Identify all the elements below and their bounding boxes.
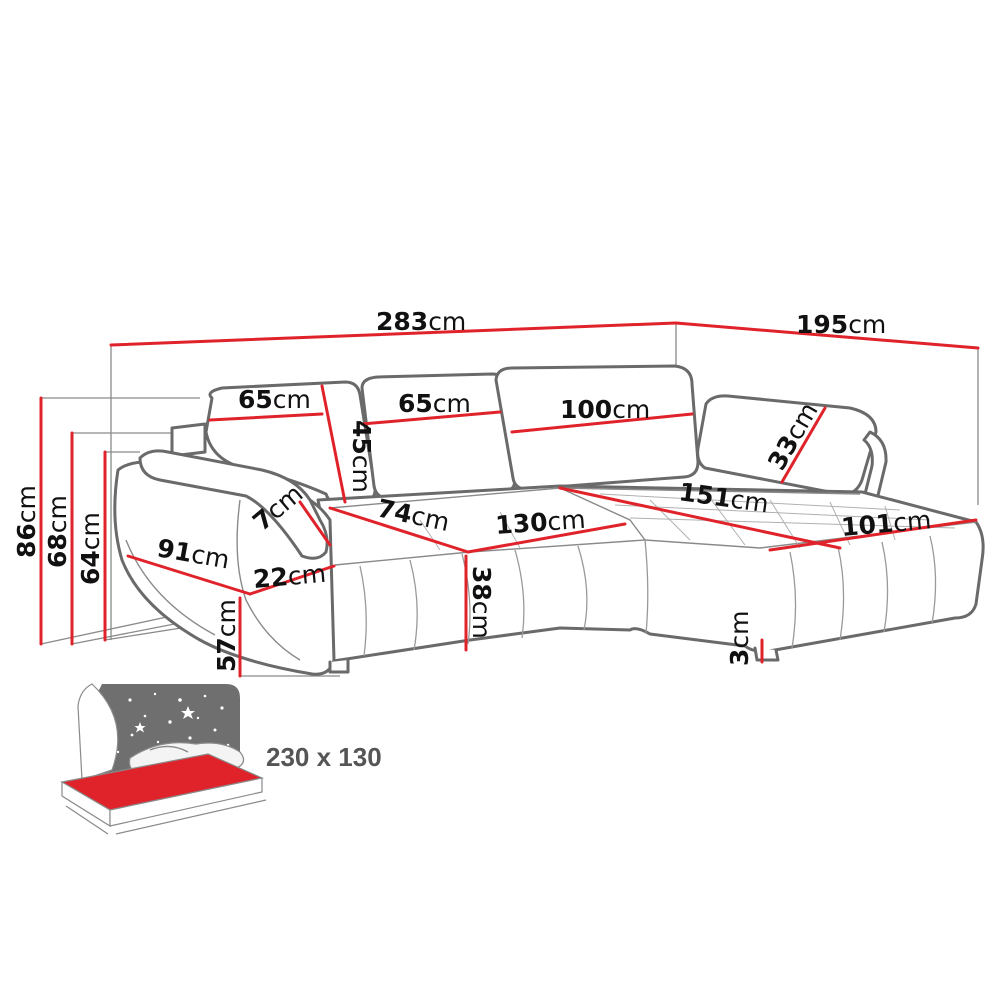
dim-line-back-cushion-left [208,412,324,422]
seat-front-seams [359,535,937,657]
dim-line-seat-depth [328,506,470,554]
label-seat-height: 38cm [467,566,496,639]
label-total-height: 86cm [12,485,41,558]
sleeping-area-label: 230 x 130 [266,742,382,772]
sofa-outline [113,364,985,676]
dim-line-chaise-cushion [780,406,827,484]
dim-line-back-cushion-right [510,412,694,434]
label-total-width: 283cm [376,307,466,336]
leg-right [753,646,780,662]
label-chaise-width: 101cm [840,505,932,542]
bed-sleeping-area-icon [60,683,267,835]
label-armrest-height: 22cm [252,559,327,594]
label-chaise-length: 151cm [677,477,770,518]
dim-line-back-cushion-height [320,384,347,504]
back-side-panel [170,422,207,458]
left-armrest-roll [138,449,329,560]
leg-left [328,658,350,674]
dim-line-back-cushion-middle [360,410,502,426]
seat-top [329,487,647,566]
label-back-cushion-left: 65cm [238,385,311,414]
label-back-height: 68cm [43,495,72,568]
label-back-cushion-middle: 65cm [398,389,471,418]
label-leg-height: 3cm [725,610,754,666]
dim-line-total-width [109,321,678,347]
chaise-headrest [696,394,878,496]
dim-line-chaise-width [768,518,978,552]
label-back-cushion-right: 100cm [560,395,650,424]
label-seat-width: 130cm [494,505,586,540]
label-back-cushion-height: 45cm [347,420,376,493]
label-seat-depth: 74cm [375,494,452,538]
dim-line-armrest-width [298,500,332,547]
label-total-depth: 195cm [796,310,886,339]
label-arm-top-height: 64cm [76,512,105,585]
chaise-top-tufting [419,493,956,551]
label-front-height: 57cm [212,599,241,672]
dim-line-armrest-height [248,564,336,596]
dim-line-chaise-length [558,486,842,550]
dim-line-total-depth [674,321,980,350]
back-cushion-right [494,364,700,491]
label-armrest-depth: 91cm [155,533,232,574]
dimension-lines [39,321,980,678]
dim-line-armrest-depth [126,554,252,596]
dim-line-seat-width [466,522,627,554]
